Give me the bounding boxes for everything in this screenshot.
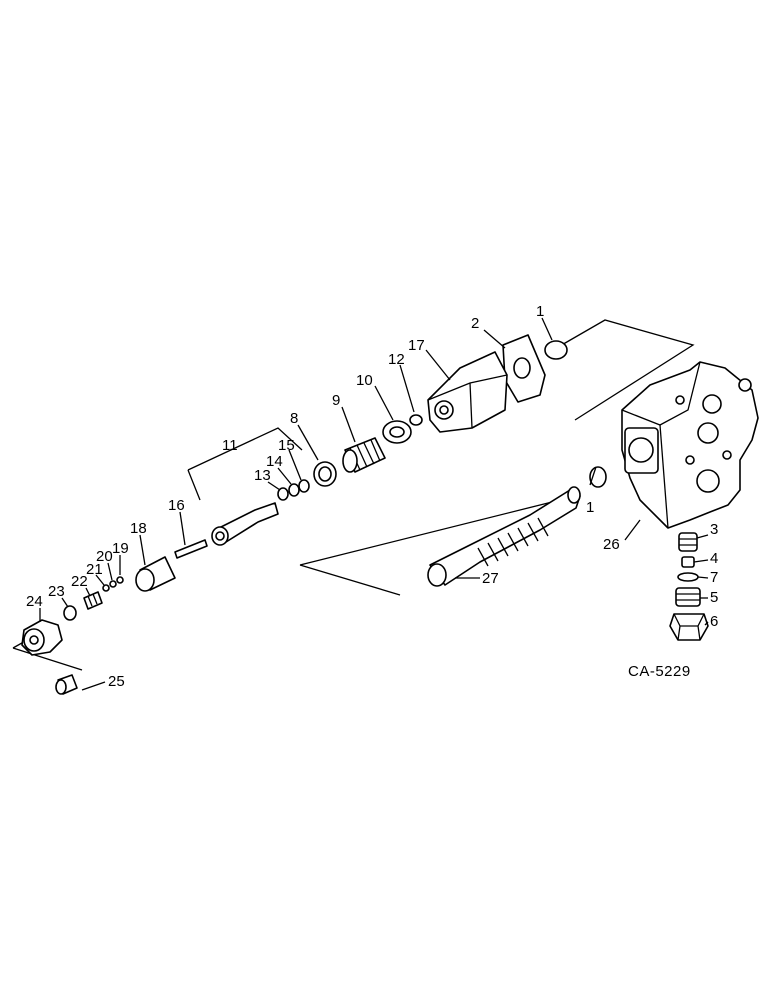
label-26: 26 [603, 536, 620, 553]
label-1-upper: 1 [536, 303, 544, 320]
o-ring-part-1-upper [544, 340, 568, 360]
end-cap-part-24 [21, 619, 63, 656]
label-22: 22 [71, 573, 88, 590]
label-17: 17 [408, 337, 425, 354]
label-18: 18 [130, 520, 147, 537]
label-23: 23 [48, 583, 65, 600]
spool-part-27 [427, 486, 581, 587]
label-13: 13 [254, 467, 271, 484]
ball-part-20 [109, 580, 117, 588]
relief-spring-part-3 [678, 532, 698, 552]
gasket-part-2 [502, 334, 546, 403]
plunger-part-11 [211, 502, 279, 546]
spring-part-22 [83, 591, 103, 610]
label-10: 10 [356, 372, 373, 389]
retainer-part-8 [313, 461, 337, 487]
label-11: 11 [222, 437, 238, 454]
ring-part-14 [288, 483, 300, 497]
label-9: 9 [332, 392, 340, 409]
pin-part-16 [174, 539, 208, 559]
ball-part-19 [116, 576, 124, 584]
label-27: 27 [482, 570, 499, 587]
ring-part-13 [277, 487, 289, 501]
leader-lines [39, 317, 709, 691]
label-24: 24 [26, 593, 43, 610]
ball-part-21 [102, 584, 110, 592]
ring-part-15 [298, 479, 310, 493]
label-6: 6 [710, 613, 718, 630]
label-20: 20 [96, 548, 113, 565]
spring-seat-part-10 [382, 420, 412, 444]
spring-part-9 [342, 437, 386, 473]
label-19: 19 [112, 540, 129, 557]
valve-body-part-26 [621, 361, 759, 529]
label-16: 16 [168, 497, 185, 514]
o-ring-part-7 [677, 572, 699, 582]
reference-code: CA-5229 [628, 663, 691, 680]
label-21: 21 [86, 561, 103, 578]
seat-part-5 [675, 587, 701, 607]
sleeve-part-18 [135, 556, 176, 592]
label-1-lower: 1 [586, 499, 594, 516]
ring-part-23 [63, 605, 77, 621]
label-15: 15 [278, 437, 295, 454]
poppet-part-4 [681, 556, 695, 568]
washer-part-12 [409, 414, 423, 426]
label-2: 2 [471, 315, 479, 332]
spool-housing-part-17 [427, 351, 508, 433]
plug-part-25 [55, 674, 78, 695]
label-4: 4 [710, 550, 718, 567]
callout-labels: 1 1 2 17 12 10 9 8 11 15 14 13 16 18 19 … [26, 303, 718, 690]
label-14: 14 [266, 453, 283, 470]
label-7: 7 [710, 569, 718, 586]
label-12: 12 [388, 351, 405, 368]
label-8: 8 [290, 410, 298, 427]
label-5: 5 [710, 589, 718, 606]
label-3: 3 [710, 521, 718, 538]
label-25: 25 [108, 673, 125, 690]
plug-nut-part-6 [669, 613, 709, 641]
assembly-guide-lines [12, 319, 695, 671]
